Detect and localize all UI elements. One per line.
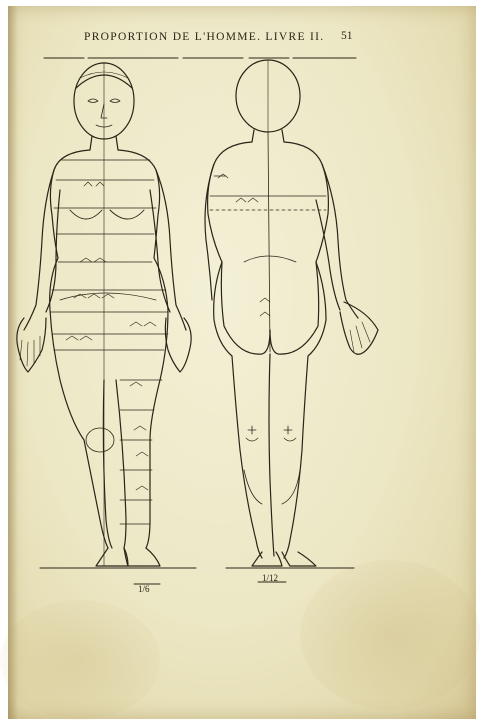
front-foot-left xyxy=(96,548,128,566)
front-right-hand xyxy=(165,318,191,372)
back-right-hand xyxy=(340,302,378,354)
back-foot-right xyxy=(282,552,316,566)
front-scale-label: 1/6 xyxy=(138,584,150,594)
back-figure xyxy=(205,60,378,566)
back-scale-label: 1/12 xyxy=(262,573,278,583)
back-foot-left xyxy=(252,552,282,566)
back-buttock-left xyxy=(221,262,270,354)
front-foot-right xyxy=(124,548,160,566)
front-figure xyxy=(17,62,191,566)
back-buttock-right xyxy=(270,262,319,354)
